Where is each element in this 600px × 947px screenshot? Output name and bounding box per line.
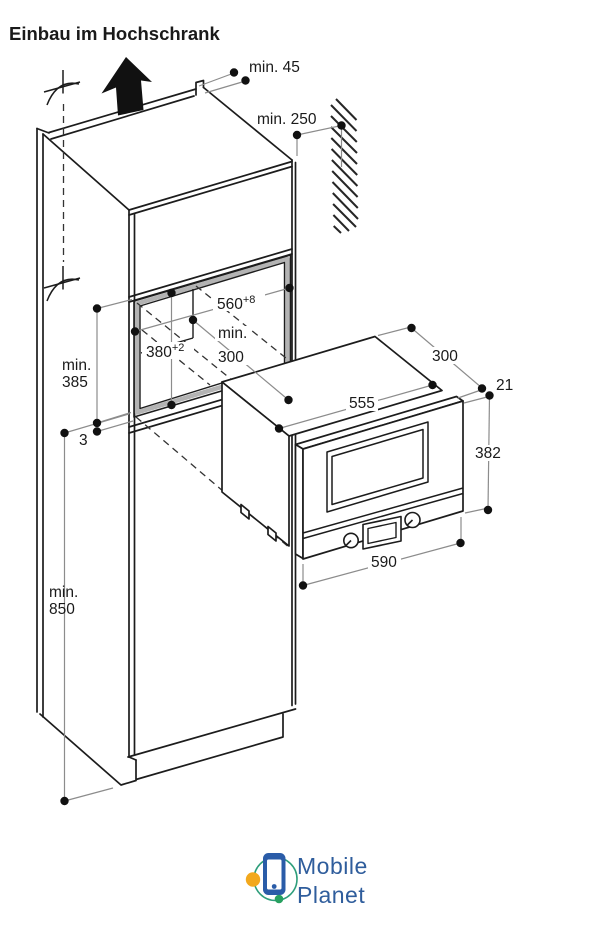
arrow-up-icon	[101, 57, 152, 116]
dim-label-min-385-value: 385	[62, 374, 88, 391]
dim-label-niche-depth-min: min.	[218, 325, 247, 342]
door-window-outer	[326, 421, 429, 513]
label-backplates	[142, 294, 504, 570]
dim-label-frame-overhang: 21	[496, 377, 513, 394]
dim-label-min-850-min: min.	[49, 584, 78, 601]
dim-label-niche-depth-value: 300	[218, 349, 244, 366]
display-outer	[362, 515, 402, 550]
dim-label-min-850-value: 850	[49, 601, 75, 618]
logo-text-line2: Planet	[297, 882, 365, 908]
door-window-inner	[331, 428, 424, 506]
orbit-dot-green	[274, 894, 284, 904]
mounting-tab	[240, 503, 250, 520]
dim-label-mw-width: 555	[349, 395, 375, 412]
dim-label-mw-depth: 300	[432, 348, 458, 365]
dim-label-frame-height: 382	[475, 445, 501, 462]
dim-label-min-385-min: min.	[62, 357, 91, 374]
dim-label-gap-3: 3	[79, 432, 88, 449]
break-symbol-top	[43, 70, 81, 106]
dimension-dots	[60, 68, 494, 806]
frame-left-face	[294, 443, 304, 560]
knob-pointer	[406, 519, 414, 526]
dim-label-min-250: min. 250	[257, 111, 317, 128]
microwave-left-face	[221, 381, 290, 547]
mounting-tab	[267, 525, 277, 542]
logo-text-line1: Mobile	[297, 853, 368, 879]
mobile-planet-logo: Mobile Planet	[245, 853, 368, 908]
phone-screen	[267, 859, 282, 890]
microwave-oven	[221, 335, 464, 560]
break-symbol-bottom	[43, 266, 81, 302]
wall-hatch	[330, 98, 359, 234]
dim-label-frame-width: 590	[371, 554, 397, 571]
page-title: Einbau im Hochschrank	[9, 23, 220, 44]
knob-pointer	[345, 539, 352, 547]
dim-label-min-45: min. 45	[249, 59, 300, 76]
dim-label-niche-width: 560+8	[217, 294, 255, 313]
dim-label-niche-height: 380+2	[146, 342, 184, 361]
orbit-dot-yellow	[245, 872, 261, 887]
display-inner	[367, 521, 397, 545]
phone-home-dot	[271, 884, 277, 889]
